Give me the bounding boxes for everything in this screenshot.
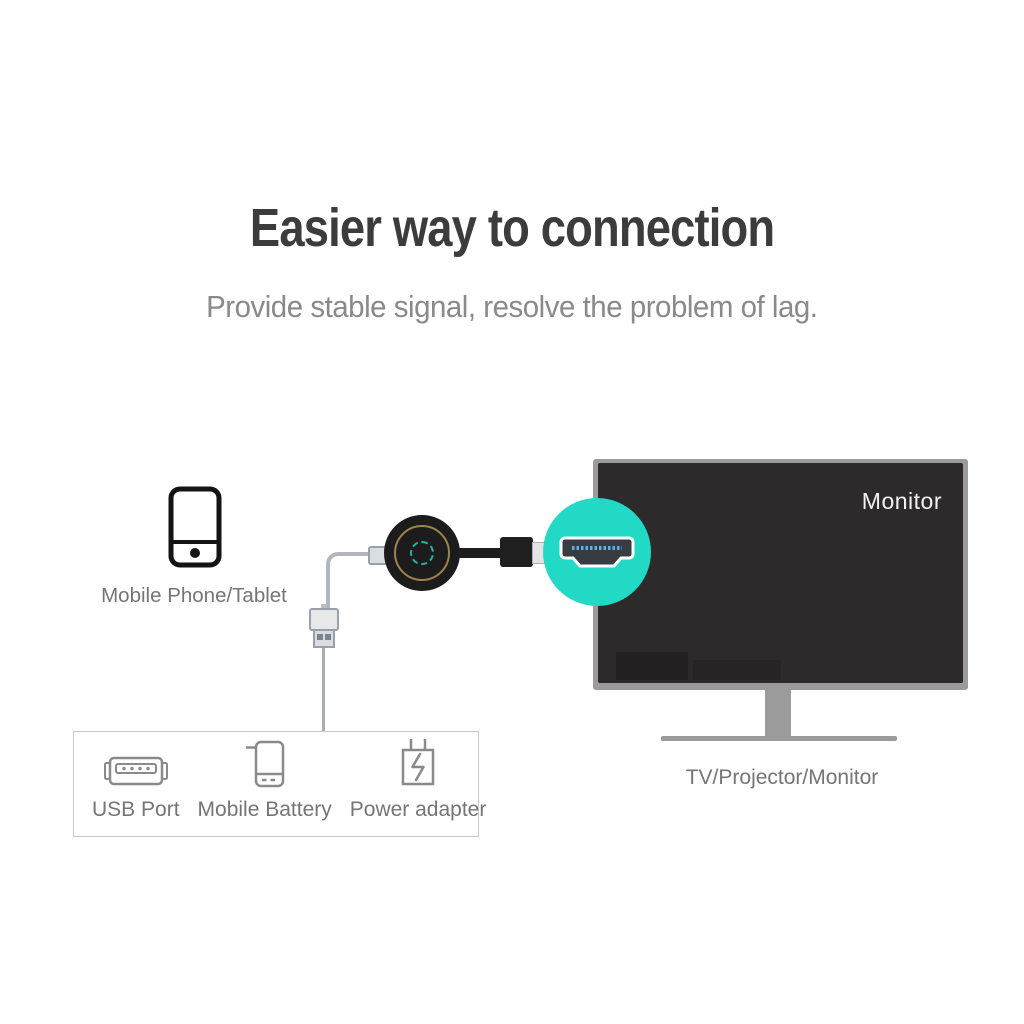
usb-a-plug-icon <box>306 604 342 655</box>
display-device-label: TV/Projector/Monitor <box>685 766 879 789</box>
screen-reflection <box>693 660 781 680</box>
power-option-label: Mobile Battery <box>197 798 332 821</box>
page-title: Easier way to connection <box>0 196 1024 261</box>
page-subtitle: Provide stable signal, resolve the probl… <box>0 289 1024 325</box>
monitor-icon: Monitor <box>593 459 968 690</box>
power-adapter-icon <box>397 737 439 789</box>
hdmi-flat-cable <box>455 548 505 558</box>
wireless-display-dongle-icon <box>384 515 460 591</box>
dongle-gold-ring <box>394 525 450 581</box>
monitor-screen: Monitor <box>598 463 963 683</box>
page-title-text: Easier way to connection <box>249 198 775 258</box>
dongle-led-ring <box>410 541 434 565</box>
power-option-label: USB Port <box>92 798 180 821</box>
smartphone-icon <box>168 486 222 573</box>
hdmi-highlight-circle <box>543 498 651 606</box>
monitor-stand-base <box>661 736 897 741</box>
source-device-label: Mobile Phone/Tablet <box>101 584 287 607</box>
power-option-usb-port: USB Port <box>92 753 180 822</box>
power-option-mobile-battery: Mobile Battery <box>198 739 332 822</box>
hdmi-port-icon <box>557 535 637 574</box>
mobile-battery-icon <box>244 739 286 789</box>
page-subtitle-text: Provide stable signal, resolve the probl… <box>206 289 818 324</box>
usb-port-icon <box>102 753 170 789</box>
usb-cable <box>326 552 380 614</box>
power-options-box: USB Port Mobile Battery <box>73 731 486 837</box>
monitor-stand-neck <box>765 690 791 737</box>
hdmi-plug-icon <box>500 537 533 567</box>
screen-reflection <box>616 652 688 680</box>
monitor-screen-label: Monitor <box>861 488 942 514</box>
power-option-power-adapter: Power adapter <box>349 737 487 822</box>
power-wire <box>322 648 325 731</box>
power-option-label: Power adapter <box>349 798 487 821</box>
